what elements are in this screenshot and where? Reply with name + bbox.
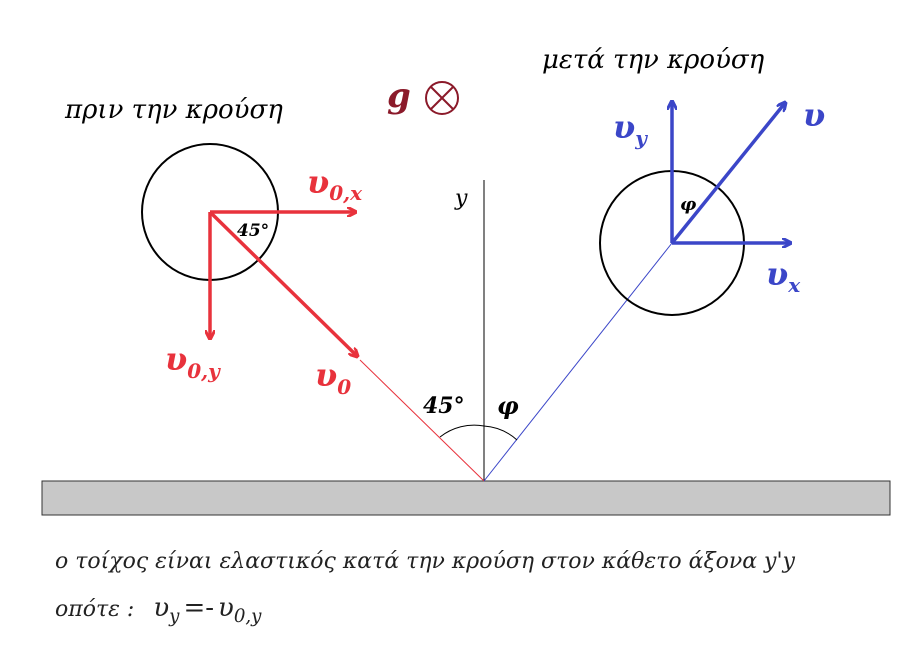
outgoing-trajectory	[483, 242, 673, 482]
wall	[41, 480, 891, 516]
label-v0y: υ0,y	[165, 340, 221, 383]
caption-line-1: ο τοίχος είναι ελαστικός κατά την κρούση…	[55, 549, 795, 574]
angle-label-45-small: 45°	[237, 221, 269, 241]
angle-arc-phi	[483, 425, 518, 441]
caption-line-2: οπότε : υy=-υ0,y	[55, 593, 262, 628]
label-v0x: υ0,x	[307, 163, 363, 205]
angle-label-phi: φ	[497, 391, 519, 420]
label-after-collision: μετά την κρούση	[542, 45, 765, 75]
angle-label-45: 45°	[423, 393, 465, 419]
angle-label-phi-small: φ	[680, 194, 697, 215]
vector-v0-arrow	[208, 210, 357, 356]
y-axis-label: y	[454, 186, 468, 211]
formula: υy=-υ0,y	[153, 593, 262, 628]
gravity-into-page-icon	[425, 81, 459, 115]
incoming-trajectory	[359, 359, 485, 482]
angle-arc-45	[439, 424, 485, 438]
label-v: υ	[803, 96, 825, 134]
label-vx: υx	[766, 255, 801, 297]
label-vy: υy	[613, 108, 648, 150]
label-before-collision: πριν την κρούση	[64, 95, 283, 125]
vector-v-arrow	[670, 103, 785, 245]
gravity-label: g	[387, 76, 411, 116]
label-v0: υ0	[315, 356, 351, 399]
